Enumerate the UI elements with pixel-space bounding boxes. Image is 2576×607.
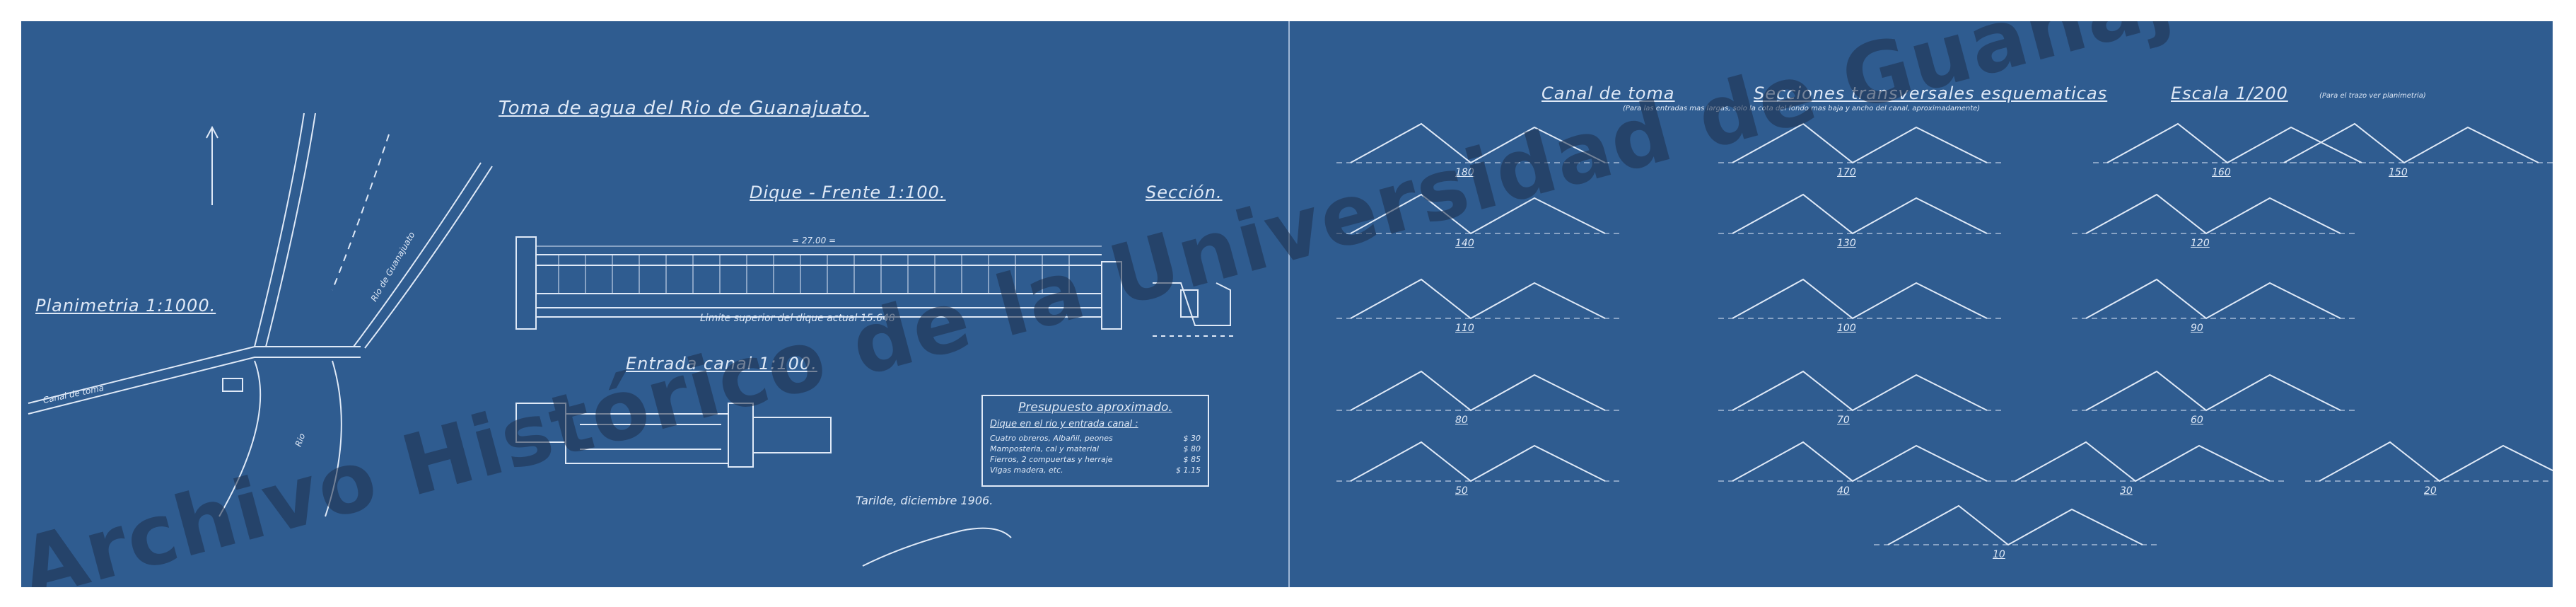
signature-flourish (862, 527, 1012, 567)
section-number: 10 (1993, 549, 2005, 560)
budget-title: Presupuesto aproximado. (1018, 400, 1172, 415)
section-number: 20 (2424, 485, 2437, 497)
secciones-title: Secciones transversales esquematicas (1754, 83, 2108, 103)
section-number: 60 (2191, 415, 2203, 426)
section-number: 130 (1837, 238, 1856, 249)
planimetria-drawing (28, 112, 493, 517)
section-number: 40 (1837, 485, 1850, 497)
cross-section-profile (2085, 278, 2341, 320)
section-number: 160 (2212, 167, 2231, 178)
section-number: 110 (1455, 323, 1474, 334)
cross-section-profile (2015, 441, 2271, 482)
section-number: 180 (1455, 167, 1474, 178)
secciones-subtitle: (Para las entradas mas largas, solo la c… (1623, 105, 1981, 112)
budget-row: Cuatro obreros, Albañil, peones$ 30 (990, 434, 1201, 443)
cross-section-profile (1350, 370, 1606, 412)
cross-section-profile (1732, 193, 1988, 235)
section-number: 50 (1455, 485, 1468, 497)
cross-section-profile (1732, 441, 1988, 482)
entrada-title: Entrada canal 1:100. (626, 354, 817, 374)
cross-section-profile (2085, 193, 2341, 235)
cross-section-profile (1350, 441, 1606, 482)
cross-section-profile (1732, 278, 1988, 320)
dique-posts (558, 255, 1070, 294)
signature-place: Tarilde, diciembre 1906. (856, 494, 993, 507)
cross-sections (1336, 122, 2553, 546)
cross-section-profile (2319, 441, 2553, 482)
section-number: 30 (2120, 485, 2133, 497)
drawing-layer (28, 21, 2553, 587)
trazo-note: (Para el trazo ver planimetria) (2319, 92, 2426, 100)
escala-title: Escala 1/200 (2171, 83, 2288, 103)
dim-top-label: = 27.00 = (792, 236, 837, 245)
canal-toma-title: Canal de toma (1541, 83, 1675, 103)
budget-row: Fierros, 2 compuertas y herraje$ 85 (990, 455, 1201, 464)
seccion-drawing (1153, 282, 1237, 337)
planimetria-label: Planimetria 1:1000. (35, 296, 216, 316)
section-number: 150 (2389, 167, 2408, 178)
seccion-title: Sección. (1146, 183, 1223, 202)
limite-label: Limite superior del dique actual 15.648 (700, 313, 895, 324)
cross-section-profile (1887, 504, 2143, 546)
cross-section-profile (1732, 370, 1988, 412)
cross-section-profile (2085, 370, 2341, 412)
cross-section-profile (2106, 122, 2362, 164)
section-number: 140 (1455, 238, 1474, 249)
main-title: Toma de agua del Rio de Guanajuato. (499, 98, 870, 119)
blueprint-sheet: Toma de agua del Rio de Guanajuato. Diqu… (21, 21, 2553, 587)
budget-subtitle: Dique en el rio y entrada canal : (990, 419, 1138, 429)
section-number: 100 (1837, 323, 1856, 334)
budget-box: Presupuesto aproximado. Dique en el rio … (981, 395, 1209, 487)
section-number: 170 (1837, 167, 1856, 178)
cross-section-profile (1350, 278, 1606, 320)
section-number: 90 (2191, 323, 2203, 334)
section-number: 80 (1455, 415, 1468, 426)
dique-title: Dique - Frente 1:100. (750, 183, 946, 202)
section-number: 70 (1837, 415, 1850, 426)
dique-frente-drawing (515, 236, 1122, 330)
budget-row: Vigas madera, etc.$ 1.15 (990, 466, 1201, 475)
budget-row: Mamposteria, cal y material$ 80 (990, 444, 1201, 453)
section-number: 120 (2191, 238, 2210, 249)
entrada-canal-drawing (515, 403, 832, 468)
